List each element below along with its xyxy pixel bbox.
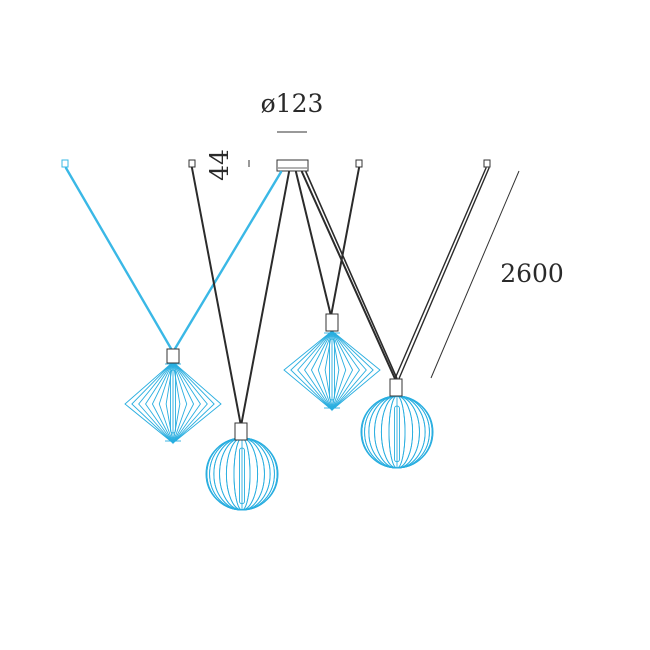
lamp-socket — [234, 422, 248, 441]
cable-length-dimension: 2600 — [430, 170, 564, 379]
cable — [393, 167, 487, 382]
canopy-height-label: 44 — [205, 149, 234, 181]
ceiling-anchor — [188, 159, 196, 168]
cable — [240, 171, 290, 427]
suspension-cables — [64, 166, 490, 427]
cable — [397, 167, 490, 382]
canopy-body — [276, 159, 309, 172]
ceiling-anchor — [61, 159, 69, 168]
globe-shade — [360, 395, 434, 469]
cable — [171, 170, 283, 354]
lamp-socket — [166, 348, 180, 364]
bulb-filament — [170, 369, 176, 434]
cable — [64, 166, 175, 354]
bulb-filament — [394, 405, 400, 463]
bulb-filament — [329, 338, 335, 401]
lamp-socket — [325, 313, 339, 332]
diameter-label: ø123 — [261, 89, 324, 118]
lamp-socket — [389, 378, 403, 397]
ceiling-canopy — [276, 159, 309, 172]
globe-shade — [205, 437, 279, 511]
diamond-shade — [283, 329, 381, 412]
cable — [191, 167, 242, 427]
cable-length-line — [430, 170, 520, 379]
cable — [305, 171, 399, 382]
ceiling-anchor — [483, 159, 491, 168]
ceiling-anchor — [355, 159, 363, 168]
lamp-shades — [124, 313, 434, 511]
diameter-dimension: ø123 — [261, 89, 324, 133]
cable — [295, 171, 332, 317]
cable — [330, 167, 360, 317]
diamond-shade — [124, 360, 222, 445]
cable-length-label: 2600 — [500, 259, 564, 288]
ceiling-anchors — [61, 159, 491, 168]
bulb-filament — [239, 447, 245, 505]
canopy-height-dimension: 44 — [205, 149, 250, 181]
cable — [301, 171, 397, 382]
